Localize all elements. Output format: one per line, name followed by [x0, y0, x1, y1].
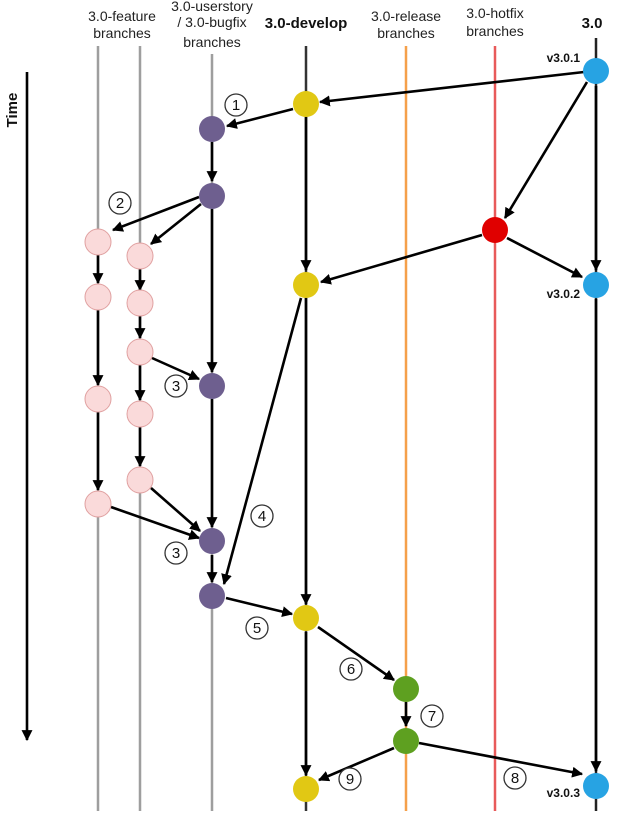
- step-6-circle: [339, 657, 363, 681]
- commit-nodes: [84, 58, 609, 802]
- release-commit-1: [393, 676, 419, 702]
- userstory-header-line-1: 3.0-userstory: [171, 0, 253, 14]
- release-header-line-1: 3.0-release: [371, 8, 441, 24]
- userstory-commit-5: [199, 583, 225, 609]
- version-tags: v3.0.1 v3.0.2 v3.0.3: [534, 49, 582, 801]
- develop-commit-4: [293, 776, 319, 802]
- feature2-commit-5: [126, 466, 154, 494]
- tag-v301-bg: [534, 49, 582, 66]
- flow-edges: [92, 70, 602, 782]
- feature-header-line-2: branches: [93, 25, 151, 41]
- edge-develop-to-userstory: [225, 107, 294, 129]
- edge-develop-to-userstory-2: [221, 297, 303, 586]
- main-commit-v301: [583, 58, 609, 84]
- tag-v303-bg: [534, 784, 582, 801]
- edge-release-to-develop: [317, 746, 395, 782]
- main-commit-v302: [583, 272, 609, 298]
- edge-userstory-to-develop: [225, 596, 294, 617]
- step-6-label: 6: [347, 661, 355, 678]
- edge-main-to-hotfix: [503, 81, 589, 219]
- main-header: 3.0: [582, 15, 603, 32]
- hotfix-header-line-2: branches: [466, 23, 524, 39]
- develop-header: 3.0-develop: [265, 15, 348, 32]
- userstory-commit-2: [199, 183, 225, 209]
- feature1-commit-2: [84, 283, 112, 311]
- tag-v303: v3.0.3: [547, 786, 581, 800]
- tag-v302-bg: [534, 285, 582, 302]
- tag-v302: v3.0.2: [547, 287, 581, 301]
- develop-commit-3: [293, 605, 319, 631]
- step-9-circle: [338, 767, 362, 791]
- feature2-commit-1: [126, 242, 154, 270]
- hotfix-header-line-1: 3.0-hotfix: [466, 5, 524, 21]
- step-9-label: 9: [346, 771, 354, 788]
- userstory-commit-3: [199, 373, 225, 399]
- step-2-circle: [108, 191, 132, 215]
- userstory-header-line-3: branches: [183, 34, 241, 50]
- edge-develop-to-release: [317, 625, 395, 682]
- step-3b-label: 3: [172, 545, 180, 562]
- main-commit-v303: [583, 773, 609, 799]
- step-1-label: 1: [232, 97, 240, 114]
- edge-feature1-merge: [110, 505, 201, 540]
- userstory-commit-1: [199, 116, 225, 142]
- feature1-commit-3: [84, 385, 112, 413]
- edge-hotfix-to-main: [506, 236, 583, 279]
- tag-v301: v3.0.1: [547, 51, 581, 65]
- develop-commit-2: [293, 272, 319, 298]
- step-2-label: 2: [116, 195, 124, 212]
- edge-hotfix-to-develop: [319, 233, 483, 285]
- time-axis: Time: [4, 72, 33, 742]
- feature2-commit-3: [126, 338, 154, 366]
- feature-header-line-1: 3.0-feature: [88, 8, 156, 24]
- step-7-label: 7: [428, 708, 436, 725]
- edge-release-to-main: [418, 741, 584, 778]
- step-4-circle: [250, 504, 274, 528]
- column-headers: 3.0-feature branches 3.0-userstory / 3.0…: [88, 0, 602, 50]
- feature2-commit-2: [126, 289, 154, 317]
- release-header-line-2: branches: [377, 25, 435, 41]
- step-3b-circle: [164, 541, 188, 565]
- userstory-header-line-2: / 3.0-bugfix: [177, 14, 246, 30]
- step-3a-circle: [164, 374, 188, 398]
- release-commit-2: [393, 728, 419, 754]
- branch-lanes: [96, 38, 598, 811]
- step-markers: 1 2 3 4 3 5 6 7 8 9: [108, 93, 527, 791]
- time-label: Time: [4, 93, 21, 128]
- step-7-circle: [420, 704, 444, 728]
- step-5-circle: [245, 616, 269, 640]
- step-1-circle: [224, 93, 248, 117]
- step-5-label: 5: [253, 620, 261, 637]
- step-8-circle: [503, 766, 527, 790]
- edge-feature2-to-userstory: [151, 356, 200, 381]
- edge-userstory-to-feature-2: [150, 202, 202, 246]
- feature1-commit-1: [84, 228, 112, 256]
- step-4-label: 4: [258, 508, 266, 525]
- feature2-commit-4: [126, 400, 154, 428]
- userstory-commit-4: [199, 528, 225, 554]
- step-8-label: 8: [511, 770, 519, 787]
- develop-commit-1: [293, 91, 319, 117]
- edge-main-to-develop: [318, 70, 585, 107]
- step-3a-label: 3: [172, 378, 180, 395]
- hotfix-commit: [482, 217, 508, 243]
- edge-feature2-merge: [150, 487, 201, 532]
- edge-userstory-to-feature-1: [111, 195, 200, 232]
- feature1-commit-4: [84, 490, 112, 518]
